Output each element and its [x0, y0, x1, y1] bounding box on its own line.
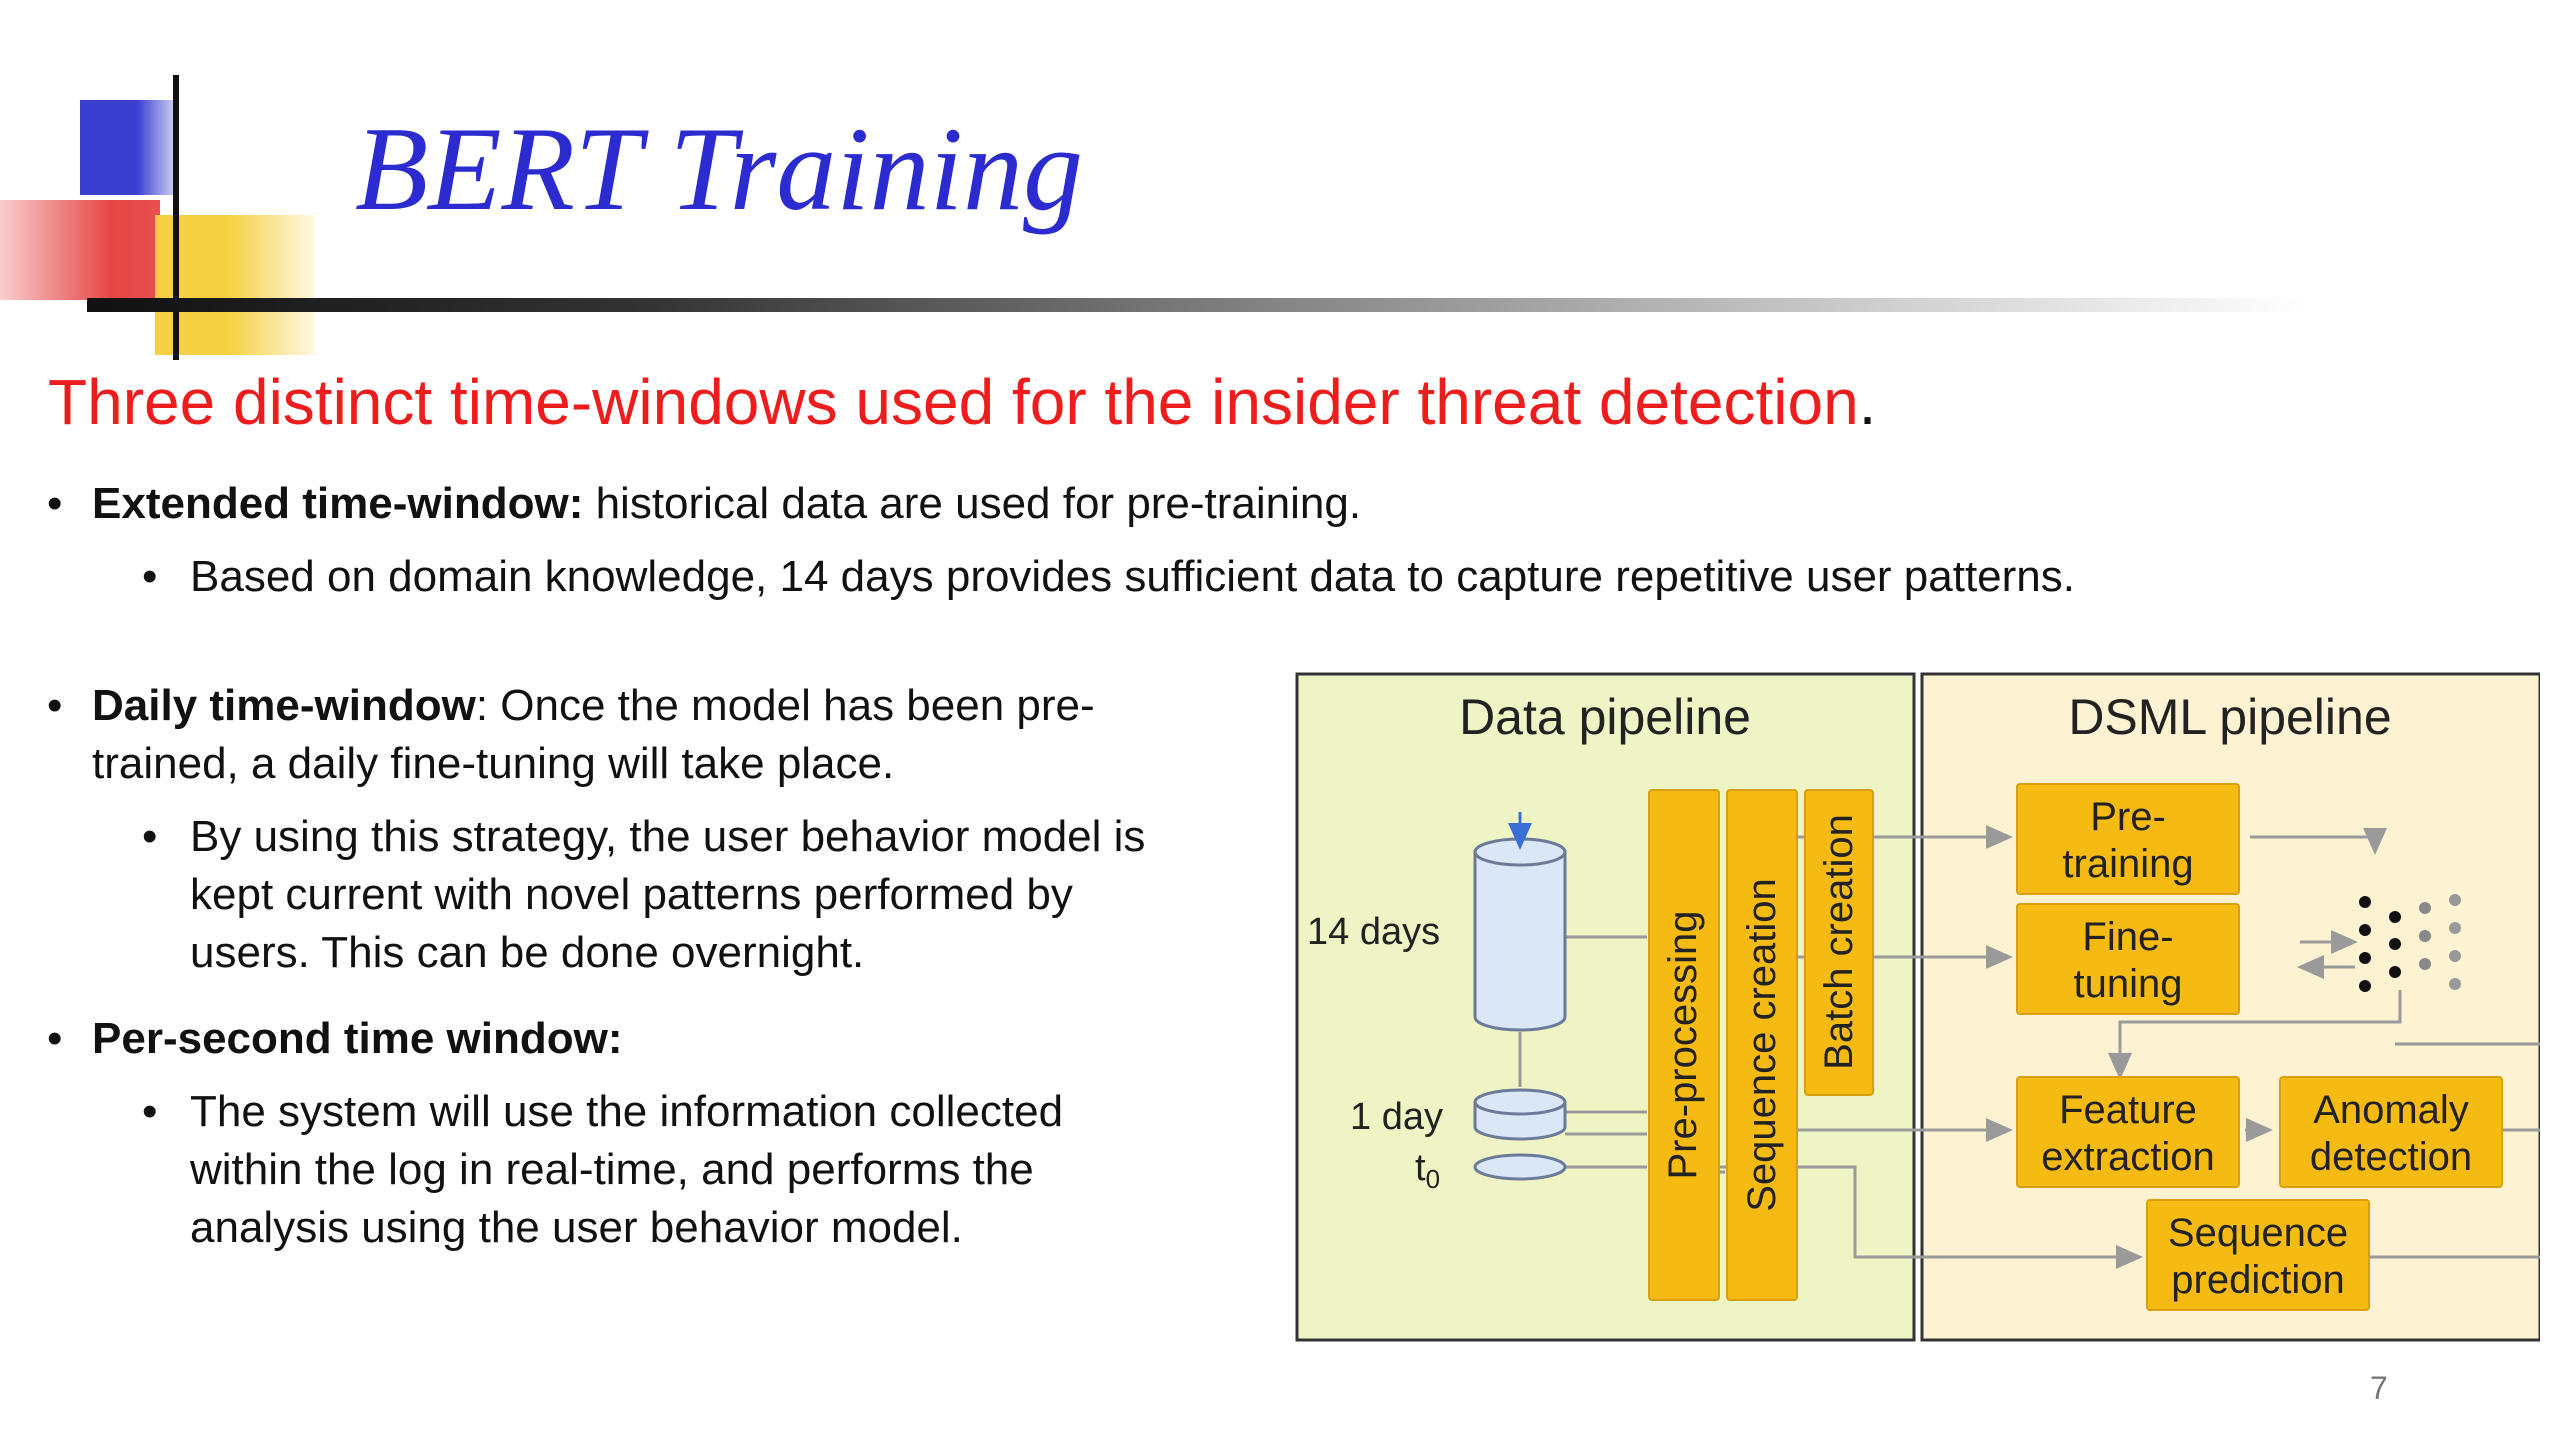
label-1-day: 1 day	[1350, 1096, 1443, 1138]
label-14-days: 14 days	[1307, 911, 1440, 953]
bullet-daily-sub-line1: By using this strategy, the user behavio…	[190, 812, 1146, 861]
anomaly-detection-box: Anomaly detection	[2279, 1076, 2503, 1188]
neural-network-icon	[2359, 894, 2461, 992]
bullet-daily-line2: trained, a daily fine-tuning will take p…	[92, 739, 895, 788]
bullet-persecond-sub-line3: analysis using the user behavior model.	[190, 1203, 963, 1252]
feature-extraction-label-1: Feature	[2059, 1088, 2197, 1132]
subtitle-text: Three distinct time-windows used for the…	[48, 366, 1859, 438]
label-t0: t0	[1415, 1147, 1440, 1194]
bullet-extended: Extended time-window: historical data ar…	[47, 475, 1362, 533]
bullet-daily-sub-line2: kept current with novel patterns perform…	[190, 870, 1073, 919]
batch-creation-box: Batch creation	[1804, 789, 1874, 1096]
bullet-extended-sub: Based on domain knowledge, 14 days provi…	[142, 548, 2075, 606]
bullet-extended-text: historical data are used for pre-trainin…	[583, 479, 1362, 528]
batch-creation-label: Batch creation	[1817, 814, 1861, 1070]
feature-extraction-label-2: extraction	[2041, 1135, 2214, 1179]
bullet-daily-sub-line3: users. This can be done overnight.	[190, 928, 865, 977]
slide-subtitle: Three distinct time-windows used for the…	[48, 365, 1876, 439]
bullet-persecond-sub-line1: The system will use the information coll…	[190, 1087, 1064, 1136]
preprocessing-label: Pre-processing	[1661, 910, 1705, 1179]
database-14-days-icon	[1473, 812, 1567, 1032]
subtitle-period: .	[1858, 366, 1877, 438]
finetuning-label-1: Fine-	[2082, 915, 2173, 959]
sequence-prediction-label-1: Sequence	[2168, 1211, 2348, 1255]
data-pipeline-title: Data pipeline	[1459, 689, 1751, 745]
bullet-persecond: Per-second time window:	[47, 1010, 623, 1068]
pretraining-label-1: Pre-	[2090, 795, 2166, 839]
pretraining-label-2: training	[2062, 842, 2193, 886]
bullet-persecond-label: Per-second time window:	[92, 1014, 623, 1063]
sequence-prediction-box: Sequence prediction	[2146, 1199, 2370, 1311]
database-1-day-icon	[1473, 1088, 1567, 1141]
anomaly-detection-label-1: Anomaly	[2313, 1088, 2469, 1132]
anomaly-detection-label-2: detection	[2310, 1135, 2472, 1179]
bullet-persecond-sub-line2: within the log in real-time, and perform…	[190, 1145, 1034, 1194]
decor-blue-square	[80, 100, 175, 195]
feature-extraction-box: Feature extraction	[2016, 1076, 2240, 1188]
bullet-daily-sub: By using this strategy, the user behavio…	[142, 808, 1146, 982]
finetuning-label-2: tuning	[2074, 962, 2183, 1006]
pipeline-diagram: Data pipeline DSML pipeline 14 days 1 da…	[1295, 672, 2540, 1342]
pretraining-box: Pre- training	[2016, 783, 2240, 895]
sequence-creation-label: Sequence creation	[1740, 878, 1784, 1212]
bullet-daily: Daily time-window: Once the model has be…	[47, 677, 1095, 793]
finetuning-box: Fine- tuning	[2016, 903, 2240, 1015]
decor-red-square	[0, 200, 160, 300]
bullet-extended-label: Extended time-window:	[92, 479, 584, 528]
sequence-prediction-label-2: prediction	[2171, 1258, 2344, 1302]
bullet-persecond-sub: The system will use the information coll…	[142, 1083, 1064, 1257]
bullet-daily-line1: : Once the model has been pre-	[475, 681, 1095, 730]
sequence-creation-box: Sequence creation	[1726, 789, 1798, 1301]
page-number: 7	[2370, 1370, 2388, 1406]
bullet-daily-label: Daily time-window	[92, 681, 476, 730]
decor-horizontal-rule	[87, 298, 2307, 312]
preprocessing-box: Pre-processing	[1648, 789, 1720, 1301]
decor-vertical-line	[173, 75, 179, 360]
dsml-pipeline-title: DSML pipeline	[2068, 689, 2391, 745]
slide-title: BERT Training	[355, 102, 1083, 235]
decor-yellow-square	[155, 215, 315, 355]
database-t0-icon	[1473, 1153, 1567, 1181]
